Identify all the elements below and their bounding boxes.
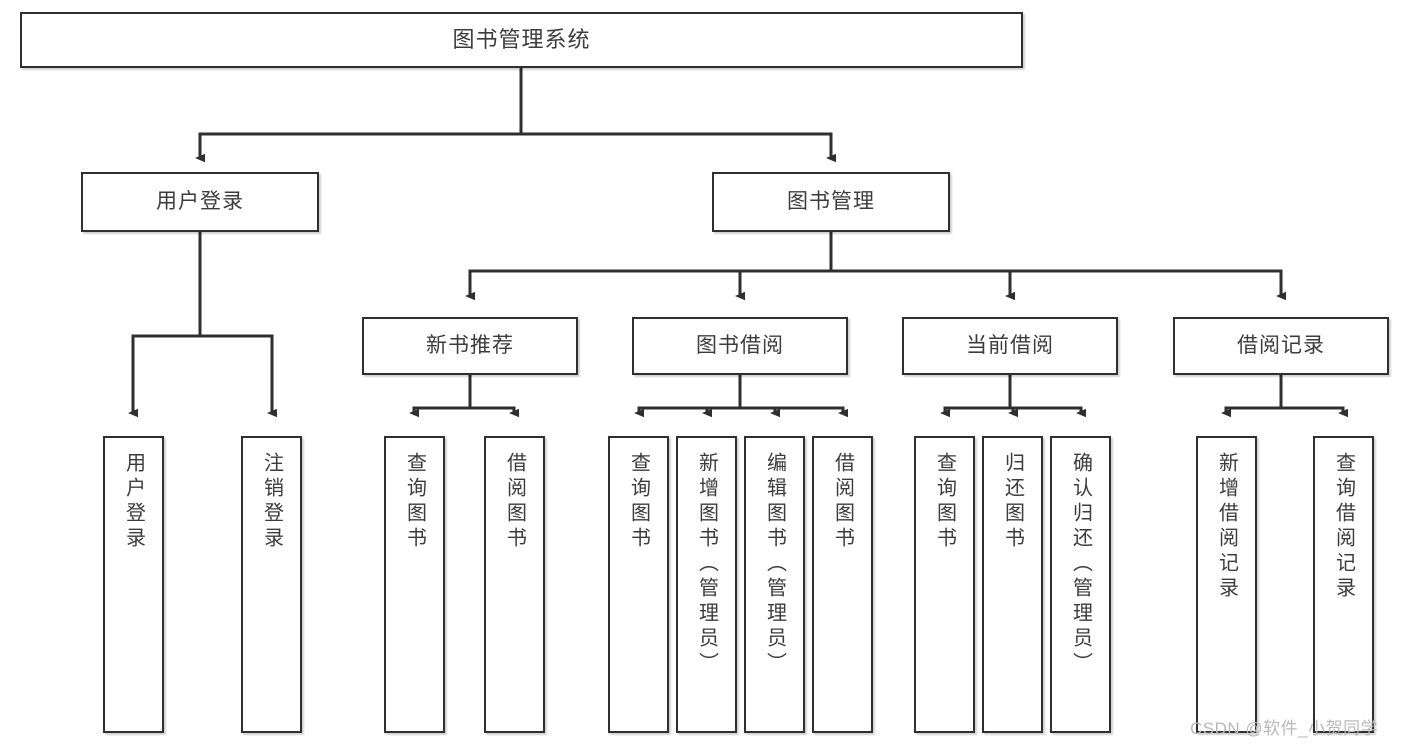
leaf-add-book-admin[interactable]: 新增图书（管理员） xyxy=(676,436,737,733)
node-label: 查询借阅记录 xyxy=(1332,452,1355,602)
node-label: 图书管理 xyxy=(787,190,875,214)
node-label: 查询图书 xyxy=(933,452,956,552)
node-label: 用户登录 xyxy=(122,452,145,552)
node-label: 编辑图书（管理员） xyxy=(763,452,786,677)
leaf-query-book-current[interactable]: 查询图书 xyxy=(914,436,975,733)
node-label: 查询图书 xyxy=(627,452,650,552)
node-label: 用户登录 xyxy=(156,190,244,214)
node-label: 图书管理系统 xyxy=(452,26,591,52)
leaf-borrow-book-recommend[interactable]: 借阅图书 xyxy=(484,436,545,733)
leaf-edit-book-admin[interactable]: 编辑图书（管理员） xyxy=(744,436,805,733)
leaf-query-book-borrow[interactable]: 查询图书 xyxy=(608,436,669,733)
node-label: 注销登录 xyxy=(260,452,283,552)
node-label: 查询图书 xyxy=(403,452,426,552)
node-label: 新增借阅记录 xyxy=(1215,452,1238,602)
node-book-borrow[interactable]: 图书借阅 xyxy=(632,317,848,375)
leaf-query-book-recommend[interactable]: 查询图书 xyxy=(384,436,445,733)
node-root-system[interactable]: 图书管理系统 xyxy=(20,12,1023,68)
leaf-add-borrow-record[interactable]: 新增借阅记录 xyxy=(1196,436,1257,733)
node-book-management[interactable]: 图书管理 xyxy=(712,172,950,232)
node-label: 新书推荐 xyxy=(426,334,514,358)
node-label: 新增图书（管理员） xyxy=(695,452,718,677)
node-label: 归还图书 xyxy=(1001,452,1024,552)
leaf-borrow-book[interactable]: 借阅图书 xyxy=(812,436,873,733)
node-label: 借阅记录 xyxy=(1237,334,1325,358)
node-label: 借阅图书 xyxy=(503,452,526,552)
node-label: 当前借阅 xyxy=(966,334,1054,358)
node-new-book-recommend[interactable]: 新书推荐 xyxy=(362,317,578,375)
leaf-query-borrow-record[interactable]: 查询借阅记录 xyxy=(1313,436,1374,733)
node-label: 图书借阅 xyxy=(696,334,784,358)
node-label: 确认归还（管理员） xyxy=(1069,452,1092,677)
leaf-return-book[interactable]: 归还图书 xyxy=(982,436,1043,733)
watermark-text: CSDN @软件_小贺同学 xyxy=(1190,719,1379,738)
node-user-login[interactable]: 用户登录 xyxy=(81,172,319,232)
leaf-logout[interactable]: 注销登录 xyxy=(241,436,302,733)
leaf-confirm-return-admin[interactable]: 确认归还（管理员） xyxy=(1050,436,1111,733)
node-label: 借阅图书 xyxy=(831,452,854,552)
node-current-borrow[interactable]: 当前借阅 xyxy=(902,317,1118,375)
leaf-user-login[interactable]: 用户登录 xyxy=(103,436,164,733)
node-borrow-records[interactable]: 借阅记录 xyxy=(1173,317,1389,375)
